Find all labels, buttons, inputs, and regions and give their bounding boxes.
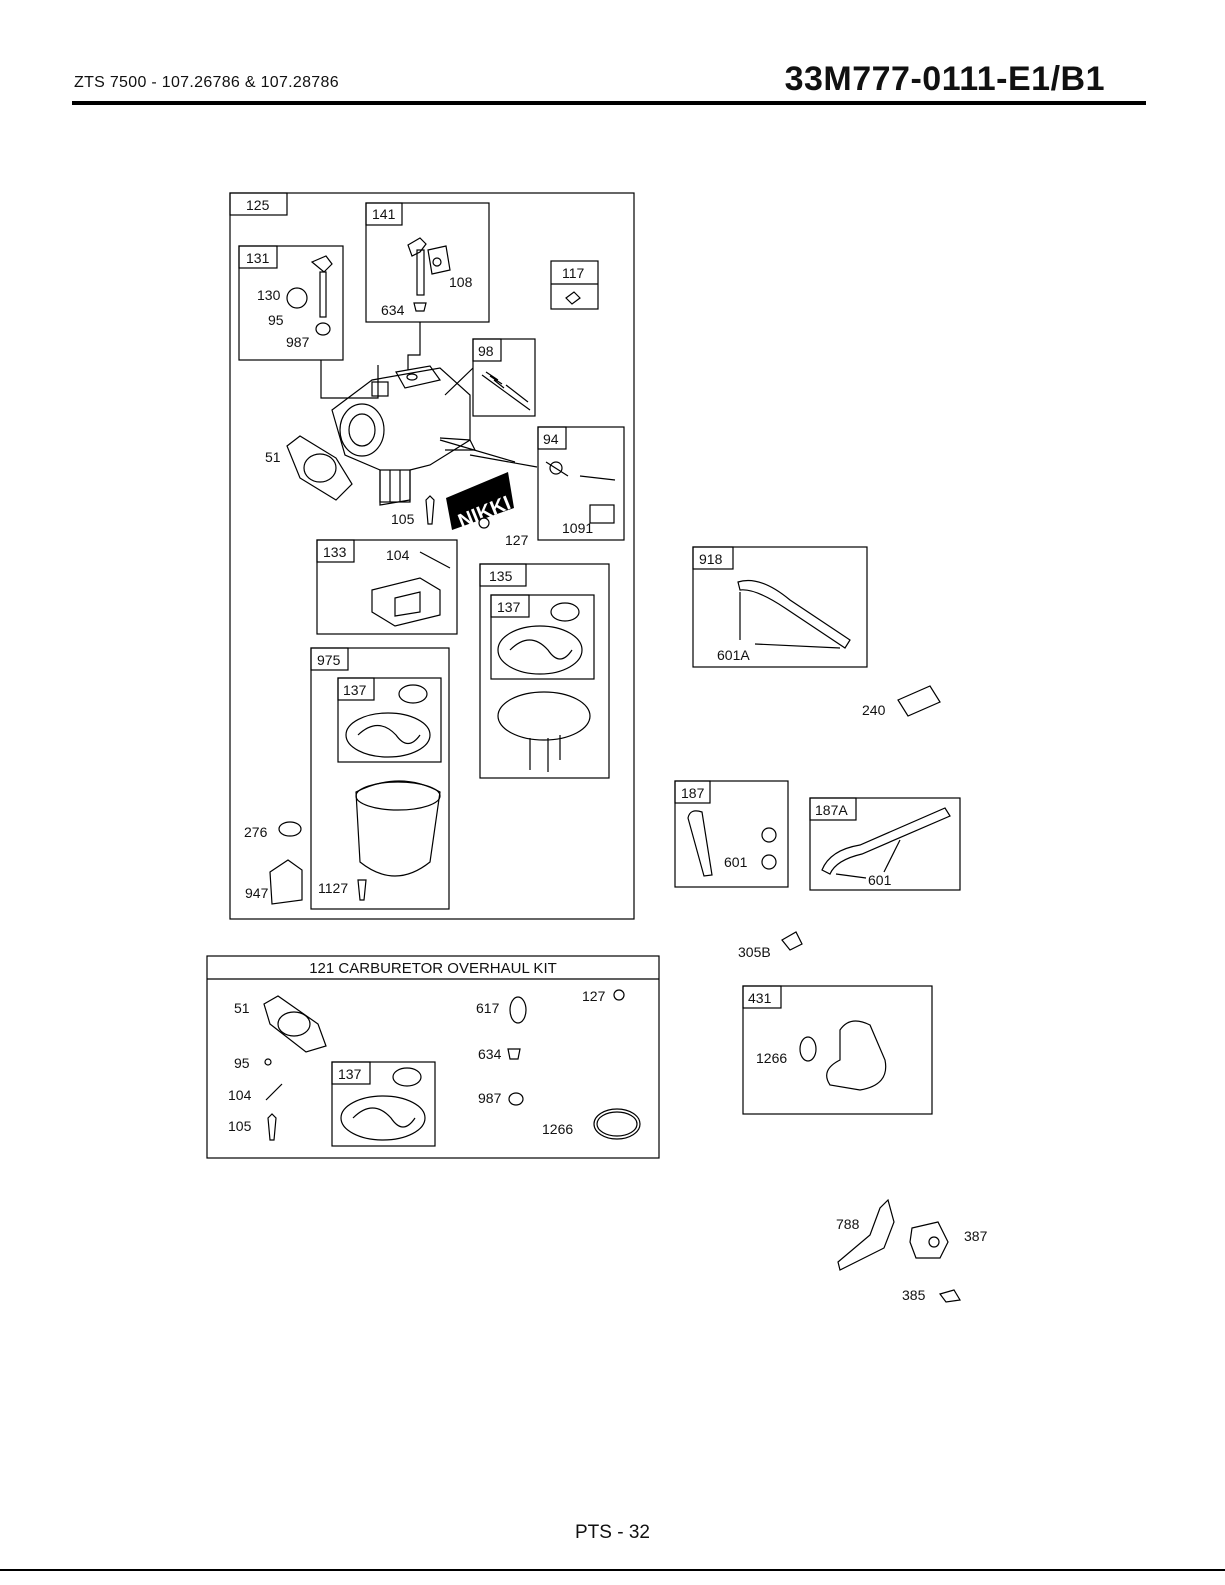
group-98: 98	[473, 339, 535, 416]
bottom-rule	[0, 1569, 1225, 1571]
solenoid-947	[270, 860, 302, 904]
kit-label-105: 105	[228, 1118, 252, 1134]
kit-label-137: 137	[338, 1066, 362, 1082]
kit-label-634: 634	[478, 1046, 502, 1062]
label-117: 117	[562, 265, 585, 281]
label-137a: 137	[497, 599, 521, 615]
label-95: 95	[268, 312, 284, 328]
group-94: 94 1091	[538, 427, 624, 540]
label-975: 975	[317, 652, 341, 668]
label-94: 94	[543, 431, 559, 447]
kit-label-127: 127	[582, 988, 606, 1004]
label-105: 105	[391, 511, 415, 527]
label-987: 987	[286, 334, 310, 350]
washer-276	[279, 822, 301, 836]
filter-240	[898, 686, 940, 716]
label-127: 127	[505, 532, 529, 548]
kit-label-987: 987	[478, 1090, 502, 1106]
kit-label-104: 104	[228, 1087, 252, 1103]
kit-label-95: 95	[234, 1055, 250, 1071]
label-135: 135	[489, 568, 513, 584]
group-133: 133 104	[317, 540, 457, 634]
group-135: 135 137	[480, 564, 609, 778]
label-918: 918	[699, 551, 723, 567]
label-1266: 1266	[756, 1050, 787, 1066]
group-431: 431 1266	[743, 986, 932, 1114]
group-131: 131 130 95 987	[239, 246, 343, 360]
group-187: 187 601	[675, 781, 788, 887]
label-130: 130	[257, 287, 281, 303]
label-1091: 1091	[562, 520, 593, 536]
page-number: PTS - 32	[0, 1522, 1225, 1544]
group-117: 117	[551, 261, 598, 309]
label-601A: 601A	[717, 647, 750, 663]
label-305B: 305B	[738, 944, 771, 960]
label-240: 240	[862, 702, 886, 718]
label-187: 187	[681, 785, 705, 801]
label-141: 141	[372, 206, 396, 222]
kit-label-617: 617	[476, 1000, 500, 1016]
label-788: 788	[836, 1216, 860, 1232]
label-947: 947	[245, 885, 269, 901]
group-125: 125	[230, 193, 634, 919]
label-634: 634	[381, 302, 405, 318]
needle-105	[426, 496, 434, 524]
label-601b: 601	[868, 872, 892, 888]
group-975: 975 137	[311, 648, 449, 909]
label-133: 133	[323, 544, 347, 560]
label-51: 51	[265, 449, 281, 465]
screw-1127	[358, 880, 366, 900]
label-131: 131	[246, 250, 270, 266]
group-788: 788 387 385	[836, 1200, 988, 1303]
kit-label-51: 51	[234, 1000, 250, 1016]
kit-title: 121 CARBURETOR OVERHAUL KIT	[309, 960, 557, 977]
group-187A: 187A 601	[810, 798, 960, 890]
label-108: 108	[449, 274, 473, 290]
label-137b: 137	[343, 682, 367, 698]
label-385: 385	[902, 1287, 926, 1303]
kit-label-1266: 1266	[542, 1121, 573, 1137]
label-276: 276	[244, 824, 268, 840]
label-387: 387	[964, 1228, 988, 1244]
bolt-305B	[782, 932, 802, 950]
group-918: 918 601A	[693, 547, 867, 667]
nikki-label: NIKKI	[446, 472, 514, 533]
label-431: 431	[748, 990, 772, 1006]
label-98: 98	[478, 343, 494, 359]
label-125: 125	[246, 197, 270, 213]
label-1127: 1127	[318, 880, 348, 896]
label-104: 104	[386, 547, 410, 563]
overhaul-kit: 121 CARBURETOR OVERHAUL KIT 51 95 104 10…	[207, 956, 659, 1158]
label-601a: 601	[724, 854, 748, 870]
group-141: 141 108 634	[366, 203, 489, 322]
label-187A: 187A	[815, 802, 848, 818]
